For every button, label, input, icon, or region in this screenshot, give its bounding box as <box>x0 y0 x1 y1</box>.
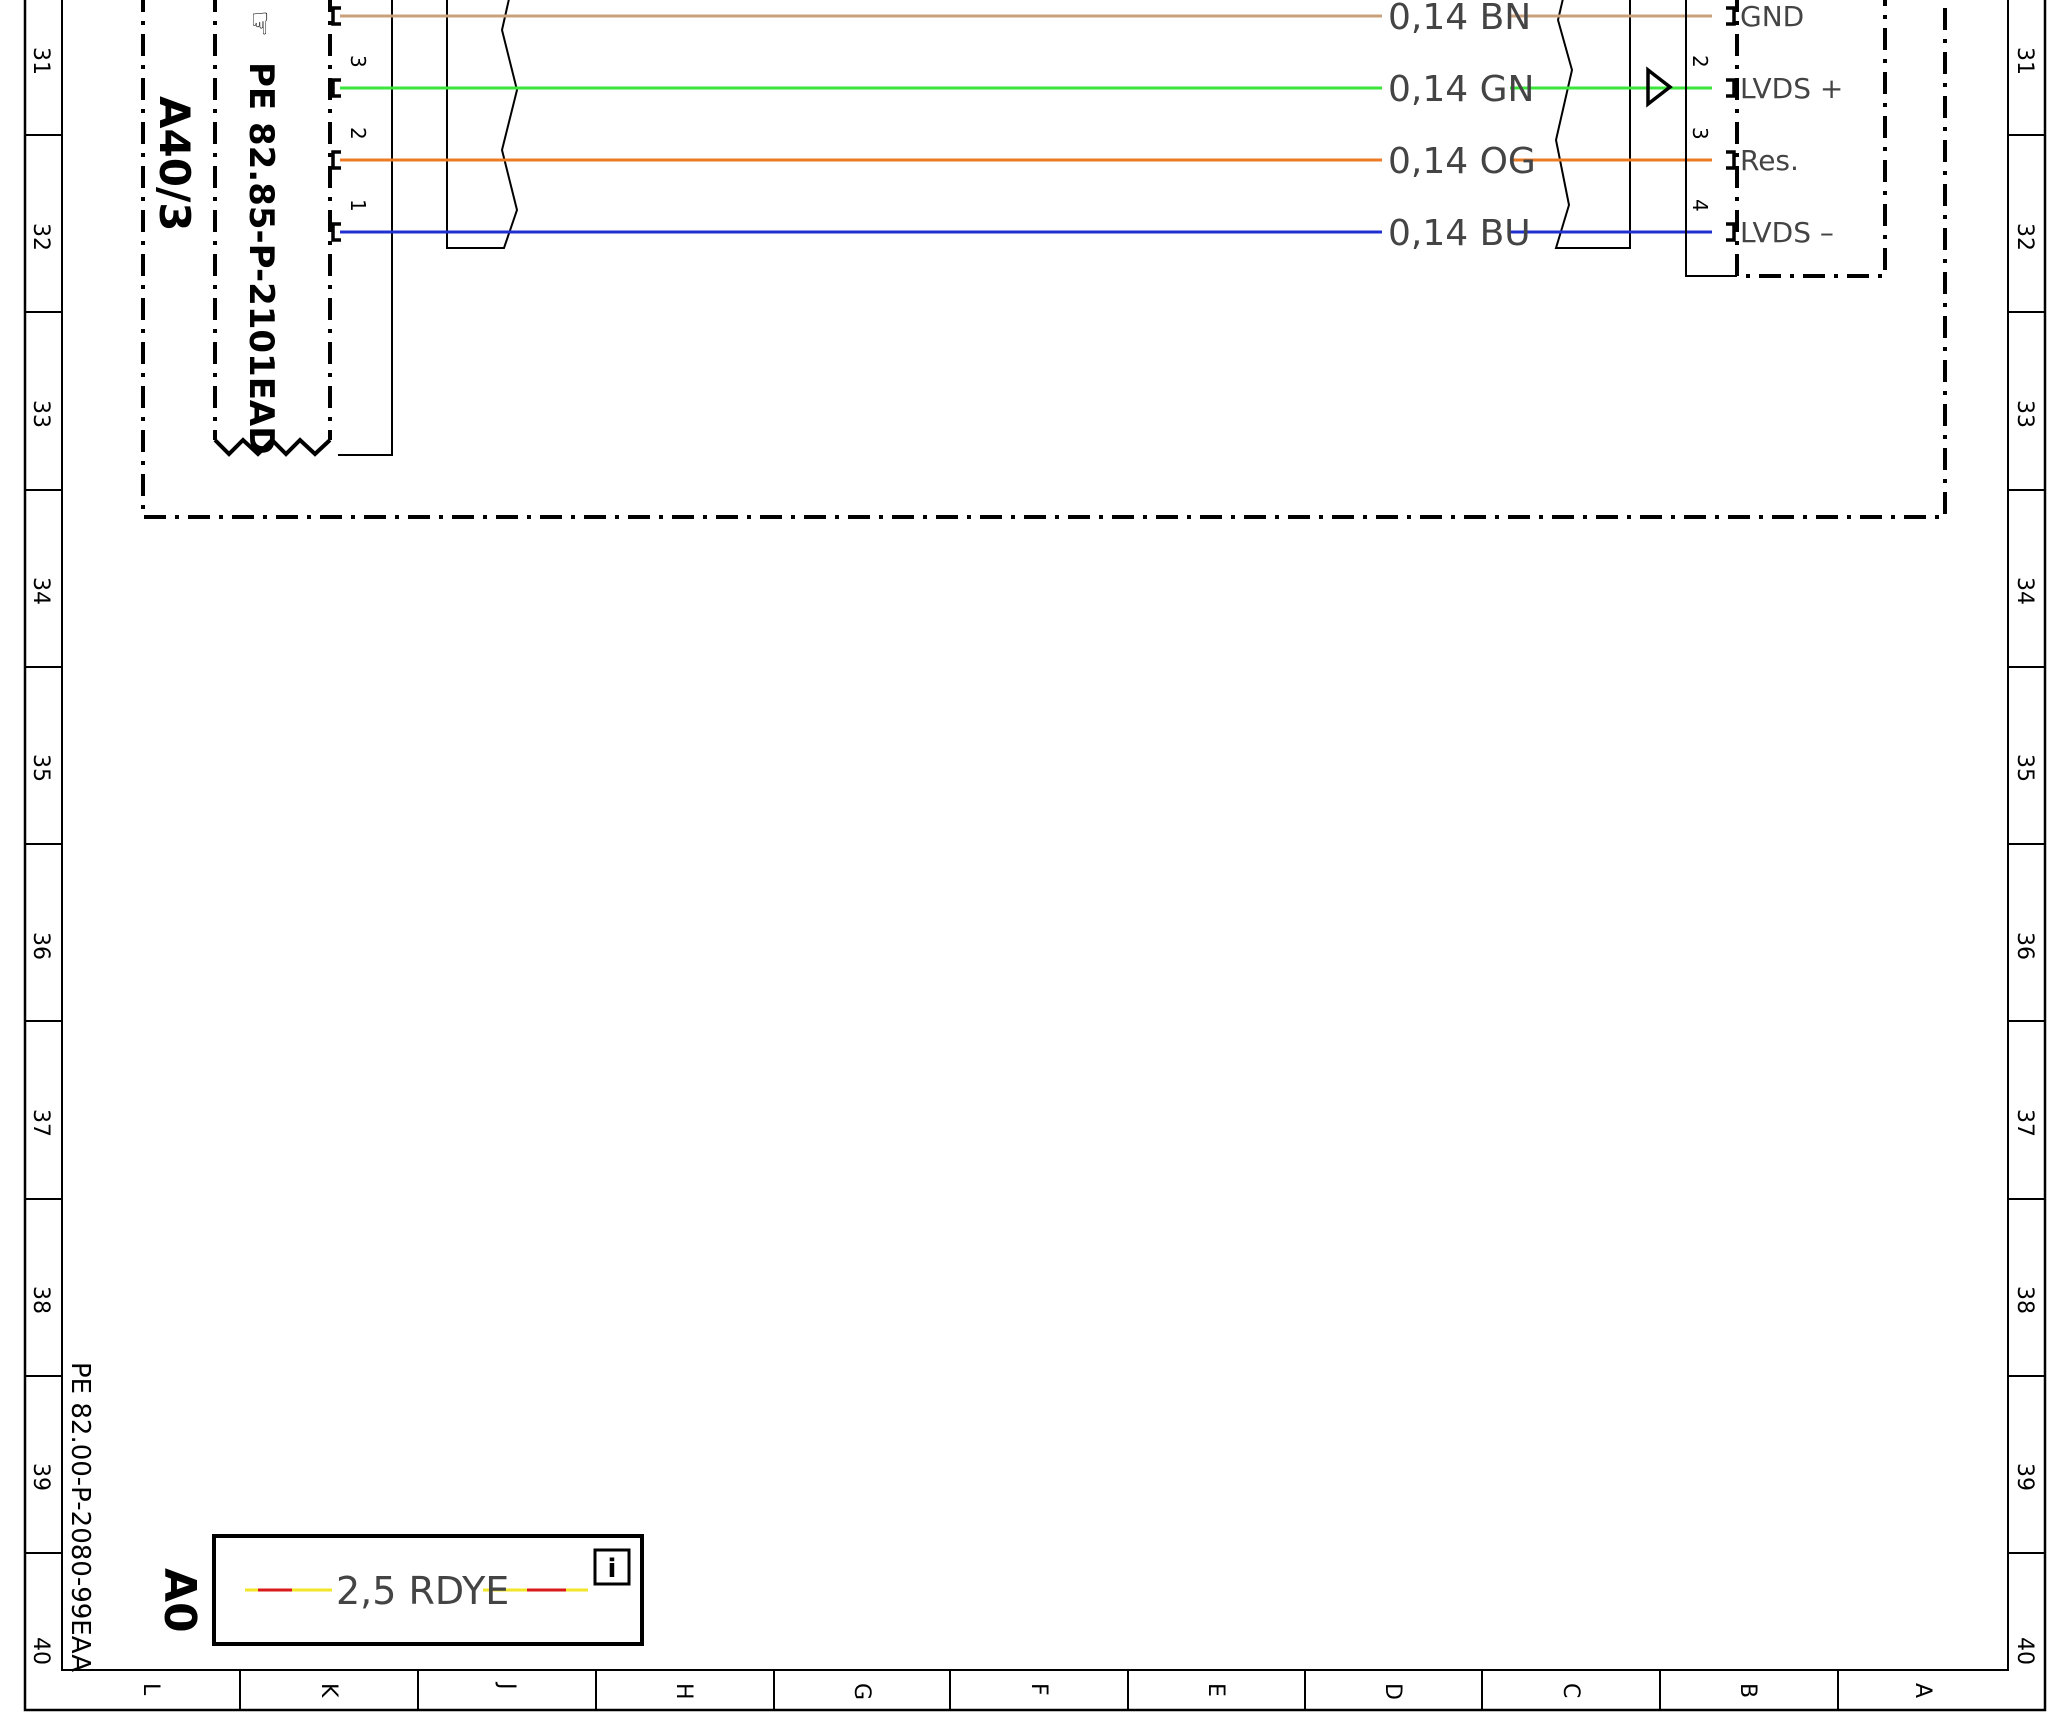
info-icon[interactable]: i <box>593 1548 631 1586</box>
bottom-column-ticks <box>239 1670 1839 1710</box>
signal-label: Res. <box>1740 144 1799 177</box>
signal-label: LVDS + <box>1740 72 1843 105</box>
bottom-ref: A0 <box>154 1568 205 1633</box>
column-letters: L K J H G F E D C B A <box>138 1681 1935 1700</box>
zone-number-left: 35 <box>28 754 53 782</box>
signal-label: LVDS – <box>1740 216 1834 249</box>
arrow-icon <box>1646 66 1673 108</box>
column-letter: F <box>1026 1683 1051 1696</box>
zone-number-left: 37 <box>28 1109 53 1137</box>
column-letter: L <box>138 1683 163 1696</box>
cable-bundle-right <box>1554 0 1631 249</box>
inner-frame <box>61 0 2009 1671</box>
zone-number-right: 39 <box>2012 1463 2037 1491</box>
column-letter: G <box>849 1683 874 1700</box>
right-pin-brackets <box>1726 6 1736 242</box>
left-zone-numbers: 31 32 33 34 35 36 37 38 39 40 <box>28 47 53 1665</box>
zone-number-left: 32 <box>28 223 53 251</box>
zone-number-right: 37 <box>2012 1109 2037 1137</box>
component-doc-ref: PE 82.85-P-2101EAD <box>241 62 281 454</box>
component-designation: A40/3 <box>150 96 199 232</box>
wire-labels: 0,14 BN 0,14 GN 0,14 OG 0,14 BU <box>1388 0 1536 254</box>
zone-number-right: 34 <box>2012 577 2037 605</box>
pin-number: 3 <box>1688 127 1712 140</box>
legend-wire-label: 2,5 RDYE <box>336 1569 509 1613</box>
pin-number: 3 <box>346 55 370 68</box>
legend-box: 2,5 RDYE i <box>212 1534 644 1646</box>
zone-number-right: 36 <box>2012 932 2037 960</box>
zone-number-right: 31 <box>2012 47 2037 75</box>
zone-number-right: 40 <box>2012 1637 2037 1665</box>
document-number: PE 82.00-P-2080-99EAA <box>65 1362 95 1672</box>
column-letter: A <box>1910 1683 1935 1698</box>
svg-text:i: i <box>608 1554 617 1584</box>
doc-ref-icon: ☞ <box>242 10 277 37</box>
signal-label: GND <box>1740 0 1804 33</box>
pin-number: 2 <box>346 127 370 140</box>
system-boundary <box>141 0 1947 519</box>
column-letter: D <box>1380 1683 1405 1700</box>
zone-number-right: 33 <box>2012 400 2037 428</box>
column-letter: B <box>1735 1683 1760 1698</box>
zone-number-right: 35 <box>2012 754 2037 782</box>
zone-number-left: 36 <box>28 932 53 960</box>
left-zone-ticks <box>25 134 62 1554</box>
zone-number-right: 38 <box>2012 1286 2037 1314</box>
column-letter: H <box>671 1683 696 1700</box>
signal-labels: GND LVDS + Res. LVDS – <box>1740 0 1843 249</box>
right-zone-ticks <box>2008 134 2045 1554</box>
right-component: 2 3 4 GND LVDS + Res. LVDS – <box>1646 0 1887 278</box>
column-letter: K <box>316 1683 341 1698</box>
left-component: A40/3 PE 82.85-P-2101EAD ☞ 3 2 1 <box>150 0 393 457</box>
zone-number-left: 33 <box>28 400 53 428</box>
wire-label: 0,14 GN <box>1388 69 1534 110</box>
zone-number-left: 38 <box>28 1286 53 1314</box>
zone-number-left: 40 <box>28 1637 53 1665</box>
wire-label: 0,14 OG <box>1388 141 1536 182</box>
zone-number-right: 32 <box>2012 223 2037 251</box>
zone-number-left: 31 <box>28 47 53 75</box>
right-zone-numbers: 31 32 33 34 35 36 37 38 39 40 <box>2012 47 2037 1665</box>
pin-number: 4 <box>1688 199 1712 212</box>
outer-frame <box>23 0 2047 1712</box>
column-letter: C <box>1558 1683 1583 1698</box>
zone-number-left: 39 <box>28 1463 53 1491</box>
zone-number-left: 34 <box>28 577 53 605</box>
left-pin-brackets <box>331 6 341 242</box>
wires <box>340 14 1712 234</box>
wire-label: 0,14 BN <box>1388 0 1531 38</box>
column-letter: E <box>1203 1683 1228 1697</box>
column-letter: J <box>494 1681 519 1690</box>
pin-number: 1 <box>346 199 370 212</box>
cable-bundle-left <box>446 0 519 249</box>
wire-label: 0,14 BU <box>1388 213 1531 254</box>
pin-number: 2 <box>1688 55 1712 68</box>
